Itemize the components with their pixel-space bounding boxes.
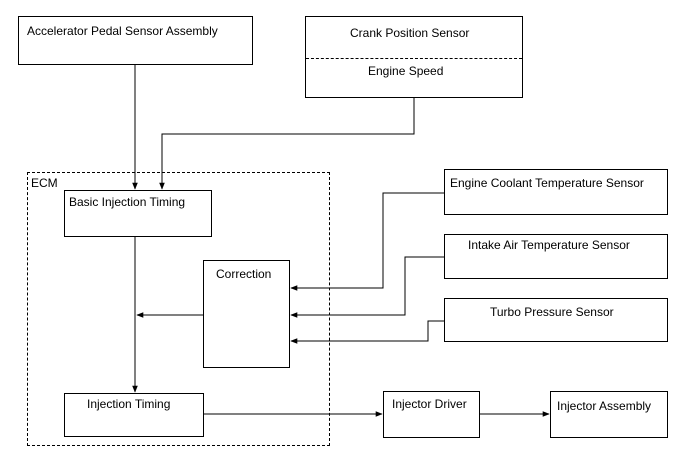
basic-injection-timing-block — [64, 190, 212, 237]
intake-air-temp-sensor-label: Intake Air Temperature Sensor — [468, 238, 630, 252]
accelerator-pedal-sensor-block — [18, 16, 253, 65]
engine-coolant-temp-sensor-block — [444, 169, 668, 215]
injector-assembly-block — [550, 391, 668, 438]
injection-timing-block — [64, 393, 204, 437]
injector-driver-label: Injector Driver — [392, 397, 467, 411]
engine-coolant-temp-sensor-label: Engine Coolant Temperature Sensor — [450, 176, 644, 190]
arrow-intake-air-to-correction — [290, 256, 444, 318]
ecm-boundary — [27, 172, 330, 446]
turbo-pressure-sensor-label: Turbo Pressure Sensor — [490, 305, 614, 319]
crank-position-sensor-block — [305, 16, 523, 98]
engine-speed-label: Engine Speed — [368, 64, 444, 78]
intake-air-temp-sensor-block — [444, 234, 668, 279]
injection-timing-label: Injection Timing — [87, 397, 171, 411]
arrow-crank-to-basic-timing — [159, 98, 415, 190]
injector-driver-block — [383, 391, 480, 438]
arrow-turbo-to-correction — [290, 320, 444, 344]
crank-position-sensor-label: Crank Position Sensor — [350, 26, 470, 40]
accelerator-pedal-sensor-label: Accelerator Pedal Sensor Assembly — [27, 24, 218, 38]
crank-divider — [306, 58, 522, 59]
basic-injection-timing-label: Basic Injection Timing — [69, 195, 186, 209]
arrow-coolant-to-correction — [290, 192, 444, 291]
injector-assembly-label: Injector Assembly — [557, 399, 652, 413]
ecm-label: ECM — [31, 176, 58, 190]
correction-block — [203, 260, 290, 368]
turbo-pressure-sensor-block — [444, 298, 668, 342]
correction-label: Correction — [216, 267, 272, 281]
